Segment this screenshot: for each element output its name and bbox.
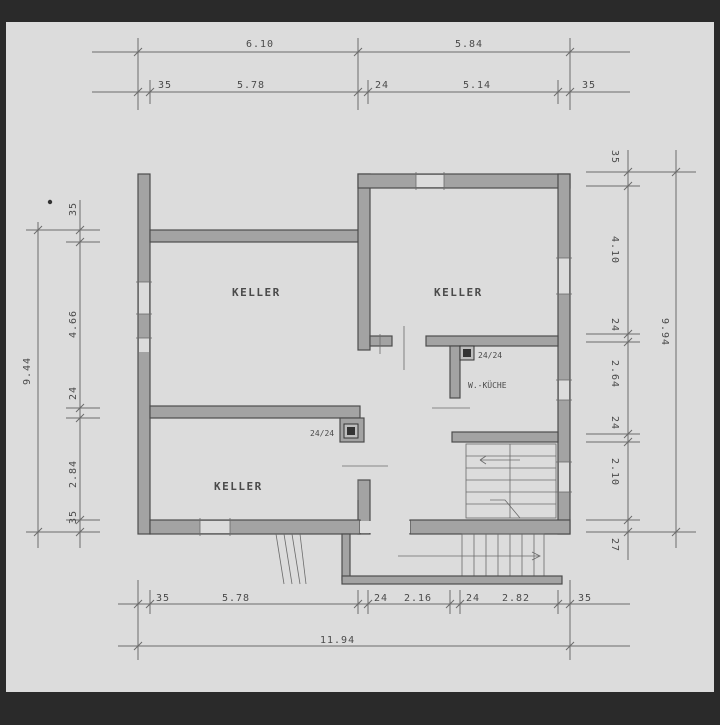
dim-top-wall-right: 35 bbox=[582, 80, 596, 91]
room-label-keller-top-left: KELLER bbox=[232, 286, 281, 299]
wall-ticks bbox=[136, 172, 572, 536]
dim-left-room-top: 4.66 bbox=[68, 310, 79, 338]
dim-top-overall-right: 5.84 bbox=[455, 39, 483, 50]
ink-dot bbox=[47, 199, 53, 205]
dim-bottom-wall-mid: 24 bbox=[374, 593, 388, 604]
bottom-dimensions: 35 5.78 24 2.16 24 2.82 35 11.94 bbox=[118, 580, 630, 660]
dim-right-room-2: 2.64 bbox=[609, 360, 620, 388]
dim-bottom-room-right: 2.82 bbox=[502, 593, 530, 604]
dim-right-room-3: 2.10 bbox=[609, 458, 620, 486]
right-dimensions: 35 4.10 24 2.64 24 2.10 27 9.94 bbox=[586, 150, 696, 560]
dim-bottom-wall-left: 35 bbox=[156, 593, 170, 604]
dim-top-room-left: 5.78 bbox=[237, 80, 265, 91]
door-openings bbox=[139, 175, 569, 533]
chimney-lower-label: 24/24 bbox=[310, 429, 334, 438]
chimney-upper-flue bbox=[463, 349, 471, 357]
left-dimensions: 9.44 35 4.66 24 2.84 35 bbox=[22, 199, 100, 548]
dim-left-wall-bottom: 35 bbox=[68, 510, 79, 524]
dim-bottom-total: 11.94 bbox=[320, 635, 355, 646]
dim-left-wall-top: 35 bbox=[68, 202, 79, 216]
chimney-lower-flue bbox=[347, 427, 355, 435]
dim-top-wall-left: 35 bbox=[158, 80, 172, 91]
dim-top-overall-left: 6.10 bbox=[246, 39, 274, 50]
dim-right-wall-1: 24 bbox=[609, 318, 620, 332]
dim-bottom-room-left: 5.78 bbox=[222, 593, 250, 604]
dim-left-room-bottom: 2.84 bbox=[68, 460, 79, 488]
dim-left-wall-mid: 24 bbox=[68, 386, 79, 400]
stairs-exterior-left bbox=[275, 533, 563, 585]
dim-right-wall-bottom: 27 bbox=[609, 538, 620, 552]
room-label-keller-top-right: KELLER bbox=[434, 286, 483, 299]
chimneys: 24/24 24/24 bbox=[310, 345, 502, 439]
dim-right-total: 9.94 bbox=[659, 318, 670, 346]
dim-bottom-wall-right: 35 bbox=[578, 593, 592, 604]
stairs-exterior-right bbox=[398, 533, 545, 581]
stairs-interior bbox=[465, 443, 557, 519]
dim-left-total: 9.44 bbox=[22, 357, 33, 385]
dim-bottom-wall-mid2: 24 bbox=[466, 593, 480, 604]
room-labels: KELLER KELLER KELLER W.-KÜCHE bbox=[214, 286, 507, 493]
room-label-kueche: W.-KÜCHE bbox=[468, 380, 507, 390]
dim-right-wall-top: 35 bbox=[609, 150, 620, 164]
room-label-keller-bottom-left: KELLER bbox=[214, 480, 263, 493]
paper-background bbox=[6, 22, 714, 692]
dim-right-room-1: 4.10 bbox=[609, 236, 620, 264]
dim-top-room-right: 5.14 bbox=[463, 80, 491, 91]
top-dimensions: 6.10 5.84 35 5.78 24 5.14 35 bbox=[92, 38, 630, 110]
dim-top-wall-mid: 24 bbox=[375, 80, 389, 91]
dim-right-wall-2: 24 bbox=[609, 416, 620, 430]
chimney-upper-label: 24/24 bbox=[478, 351, 502, 360]
dim-bottom-room-mid: 2.16 bbox=[404, 593, 432, 604]
